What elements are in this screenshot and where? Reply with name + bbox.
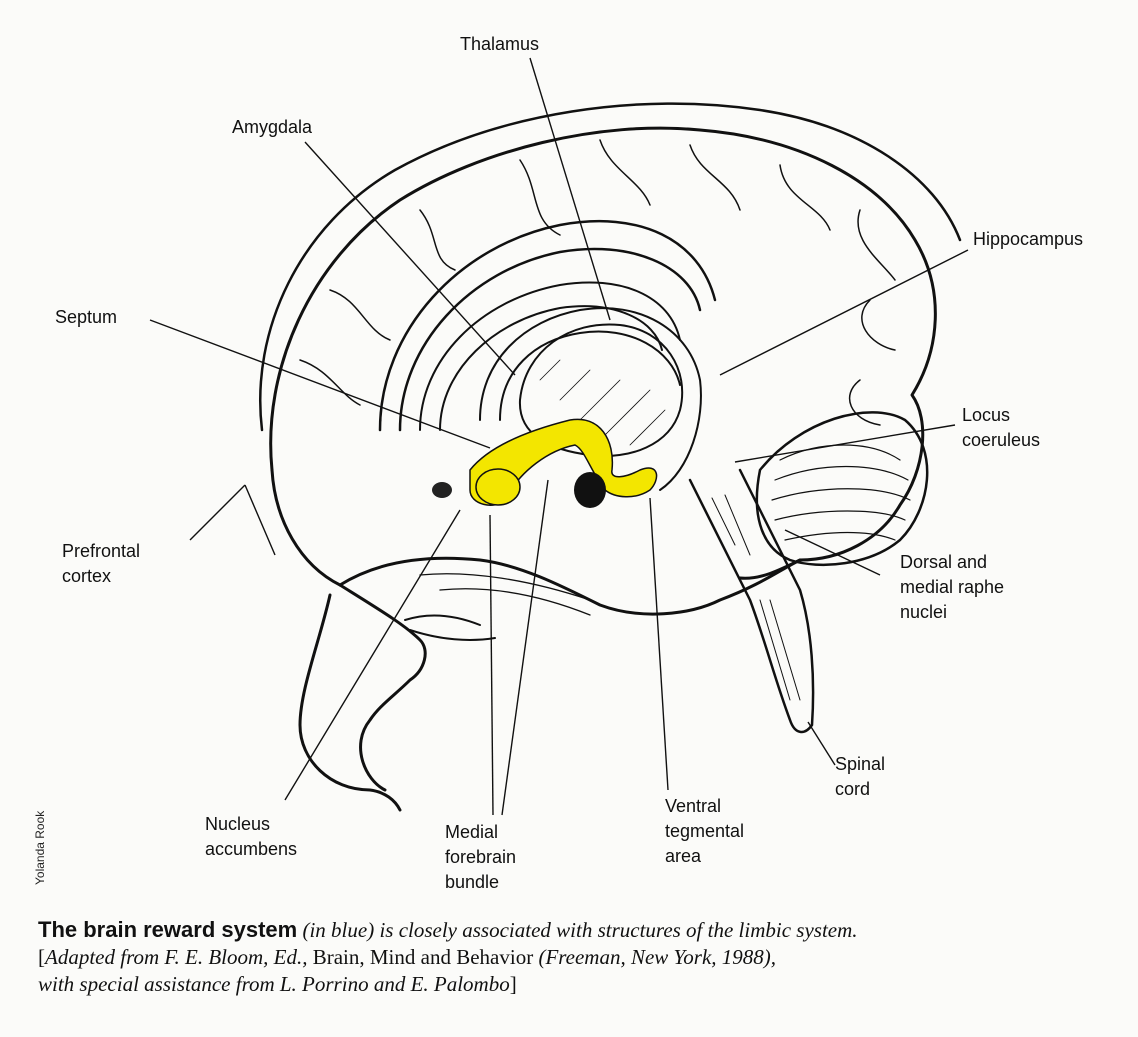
label-hippocampus: Hippocampus <box>973 229 1083 249</box>
caption-title: The brain reward system <box>38 917 297 942</box>
caption-book-title: Brain, Mind and Behavior <box>307 945 538 969</box>
forehead-face-outline <box>272 470 425 790</box>
caption-adapted: Adapted from F. E. Bloom, Ed., <box>45 945 307 969</box>
reward-pathway-highlight <box>432 419 657 508</box>
brainstem-spinal-cord <box>690 470 813 732</box>
label-medial-forebrain-bundle: Medial forebrain bundle <box>445 822 521 892</box>
label-dorsal-medial-raphe-nuclei: Dorsal and medial raphe nuclei <box>900 552 1009 622</box>
label-prefrontal-cortex: Prefrontal cortex <box>62 541 145 586</box>
illustrator-credit: Yolanda Rook <box>33 810 47 885</box>
caption-line1: (in blue) is closely associated with str… <box>302 918 857 942</box>
caption-publisher: (Freeman, New York, 1988), <box>538 945 776 969</box>
temporal-lobe-outline <box>340 558 800 614</box>
brain-illustration: Thalamus Amygdala Hippocampus Septum Loc… <box>0 0 1138 910</box>
label-ventral-tegmental-area: Ventral tegmental area <box>665 796 749 866</box>
label-thalamus: Thalamus <box>460 34 539 54</box>
caption-bracket-close: ] <box>510 972 517 996</box>
figure-caption: The brain reward system (in blue) is clo… <box>38 916 1118 998</box>
label-septum: Septum <box>55 307 117 327</box>
caption-line3: with special assistance from L. Porrino … <box>38 972 510 996</box>
label-locus-coeruleus: Locus coeruleus <box>962 405 1040 450</box>
skull-outline <box>260 104 960 430</box>
label-nucleus-accumbens: Nucleus accumbens <box>205 814 297 859</box>
label-amygdala: Amygdala <box>232 117 313 137</box>
label-spinal-cord: Spinal cord <box>835 754 890 799</box>
eye-outline <box>405 615 495 640</box>
caption-bracket-open: [ <box>38 945 45 969</box>
